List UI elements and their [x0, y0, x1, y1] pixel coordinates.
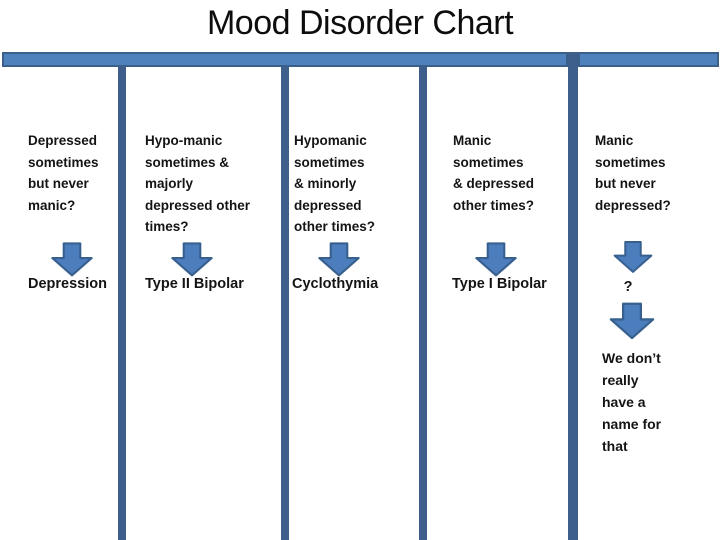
down-arrow-icon [170, 242, 214, 277]
column-divider-4 [568, 52, 578, 540]
column-divider-3 [419, 66, 427, 540]
column-2-question: Hypo-manic sometimes & majorly depressed… [145, 133, 251, 234]
column-4-answer: Type I Bipolar [452, 276, 547, 292]
column-1-question: Depressed sometimes but never manic? [28, 133, 99, 213]
column-3-answer: Cyclothymia [292, 276, 379, 292]
column-divider-1 [118, 66, 126, 540]
column-4-question: Manic sometimes & depressed other times? [453, 133, 535, 213]
down-arrow-icon [609, 300, 655, 342]
down-arrow-icon [50, 242, 94, 277]
column-5-followup-note: We don’t really have a name for that [602, 350, 662, 454]
column-divider-2 [281, 66, 289, 540]
down-arrow-icon [474, 242, 518, 277]
header-bar-right-segment [578, 52, 719, 67]
page-title: Mood Disorder Chart [206, 4, 514, 42]
column-3-question: Hypomanic sometimes & minorly depressed … [294, 133, 376, 234]
column-5-question: Manic sometimes but never depressed? [595, 133, 671, 213]
column-5-answer: ? [623, 279, 633, 295]
header-bar-left-segment [2, 52, 568, 67]
column-1-answer: Depression [28, 276, 107, 292]
down-arrow-icon [613, 238, 653, 276]
down-arrow-icon [317, 242, 361, 277]
column-2-answer: Type II Bipolar [145, 276, 244, 292]
